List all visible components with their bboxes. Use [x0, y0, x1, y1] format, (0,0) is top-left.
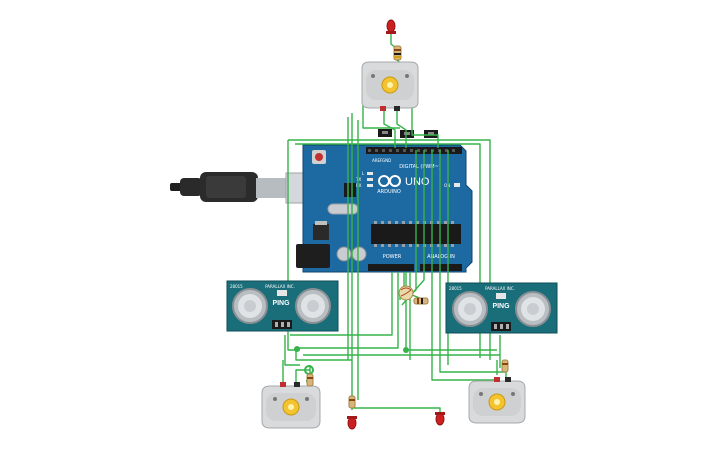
arduino-board[interactable]: DIGITAL (PWM~) AREF GND L TX RX ARDUINO … — [296, 144, 473, 273]
svg-text:ON: ON — [444, 183, 450, 188]
sensor-right-code: 28015 — [449, 286, 462, 291]
resistor-icon[interactable] — [413, 297, 429, 305]
sensor-left-code: 28015 — [230, 284, 243, 289]
led-icon[interactable] — [386, 19, 396, 34]
dc-motor-icon[interactable] — [361, 61, 419, 111]
power-led — [454, 183, 460, 187]
transistor-icon[interactable] — [378, 129, 438, 138]
sensor-left-brand: PARALLAX INC. — [265, 284, 295, 289]
resistor-icon[interactable] — [393, 45, 402, 61]
ultrasonic-sensor-left[interactable]: PARALLAX INC. 28015 PING — [226, 280, 339, 332]
capacitor-1 — [336, 246, 352, 262]
dc-motor-icon[interactable] — [261, 382, 321, 429]
model-label: UNO — [405, 176, 430, 188]
analog-header — [420, 264, 462, 271]
aref-label: AREF — [372, 158, 383, 163]
power-jack — [296, 244, 330, 268]
sensor-left-title: PING — [272, 300, 290, 307]
dc-motor-icon[interactable] — [468, 377, 526, 424]
power-header — [368, 264, 414, 271]
voltage-regulator — [313, 224, 329, 240]
digital-label: DIGITAL (PWM~) — [399, 164, 441, 170]
usb-chip — [344, 183, 356, 197]
svg-text:RX: RX — [356, 183, 362, 188]
led-icon[interactable] — [347, 395, 357, 430]
sensor-right-title: PING — [492, 303, 510, 310]
sensor-right-brand: PARALLAX INC. — [485, 286, 515, 291]
resistor-icon[interactable] — [306, 373, 314, 387]
led-icon[interactable] — [435, 412, 445, 426]
usb-cable-icon[interactable] — [170, 172, 325, 204]
arduino-logo-icon — [378, 175, 401, 187]
gnd-label: GND — [382, 158, 391, 163]
capacitor-2 — [351, 246, 367, 262]
resistor-icon[interactable] — [501, 359, 509, 373]
crystal — [327, 203, 359, 215]
ultrasonic-sensor-right[interactable]: PARALLAX INC. 28015 PING — [445, 282, 558, 334]
svg-text:L: L — [362, 171, 365, 176]
power-label: POWER — [383, 254, 402, 260]
photoresistor-icon[interactable] — [398, 285, 414, 301]
brand-label: ARDUINO — [377, 189, 401, 195]
digital-header — [366, 147, 462, 154]
analog-label: ANALOG IN — [427, 254, 455, 260]
